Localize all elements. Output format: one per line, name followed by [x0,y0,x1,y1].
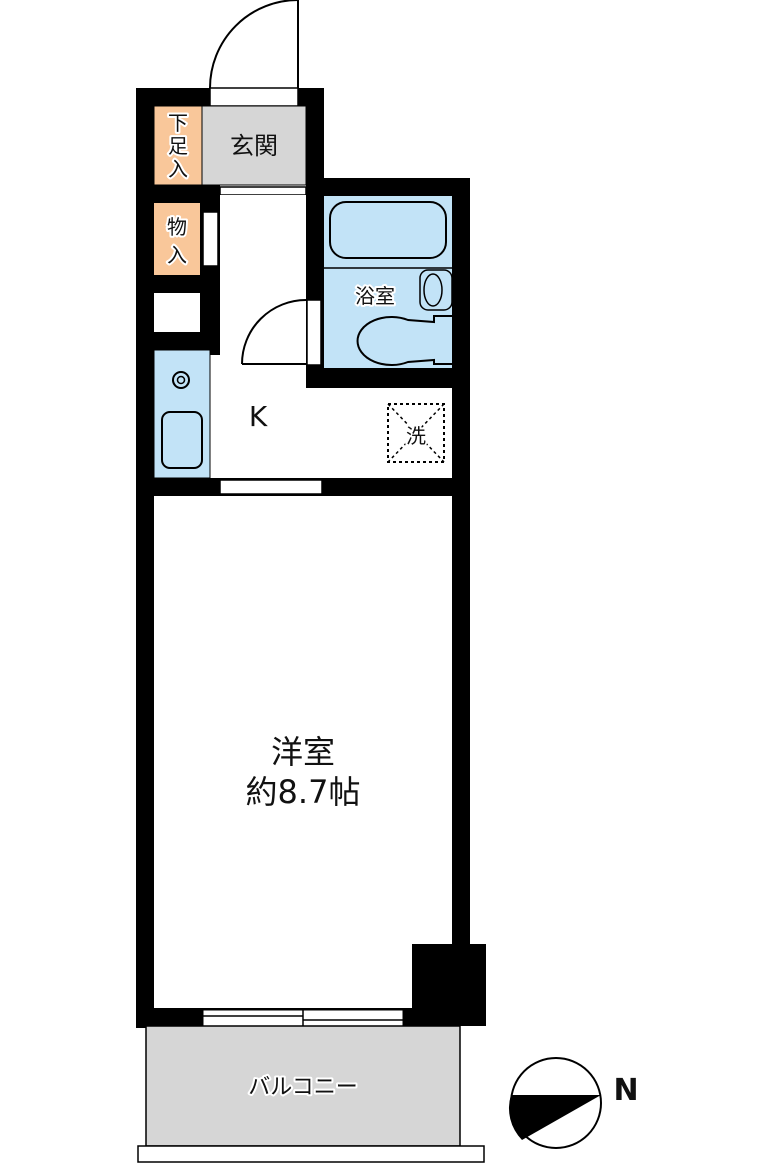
entry-step [219,186,307,196]
bathroom-door [241,299,322,366]
pillar [412,944,486,1026]
balcony-rail [137,1145,485,1163]
closet-door [202,211,219,267]
entry-opening [209,87,299,107]
laundry-label: 洗 [406,424,426,448]
western-room-size: 約8.7帖 [246,773,361,811]
compass-icon [508,1057,602,1149]
entry-door [209,0,299,89]
bathtub-icon [329,201,447,259]
shoe-storage-label-1: 下 [168,111,188,135]
shoe-storage-label-2: 足 [168,134,188,158]
compass-north-label: N [613,1073,638,1108]
western-room [154,496,452,1008]
kitchen-floor [306,388,452,478]
hallway [220,195,306,478]
balcony-window [202,1009,404,1027]
toilet-icon [356,315,452,366]
western-room-label: 洋室 [271,733,335,771]
kitchen-label: K [249,400,268,433]
balcony [145,1025,461,1147]
niche [154,293,200,332]
stove-icon [172,371,190,389]
entrance [201,105,307,186]
closet [154,203,200,275]
sink-icon [161,411,203,469]
entrance-label: 玄関 [230,132,278,160]
kitchen-window [219,479,323,495]
closet-label-1: 物 [167,215,187,239]
shoe-storage [153,105,203,186]
balcony-label: バルコニー [248,1075,358,1100]
closet-label-2: 入 [167,243,187,267]
shoe-storage-label-3: 入 [168,157,188,181]
washing-machine-space [387,403,445,463]
bathroom-label: 浴室 [355,284,395,308]
washbasin-icon [419,269,453,311]
